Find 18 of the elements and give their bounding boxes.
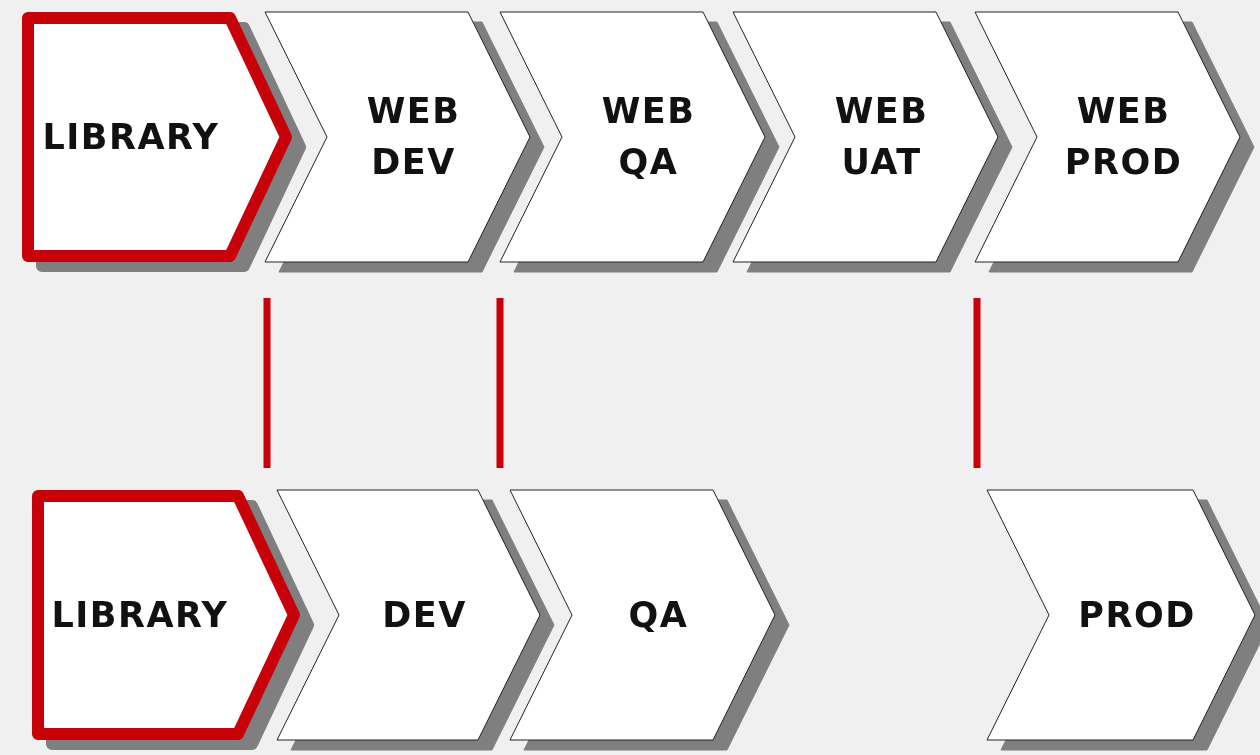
stage-label: WEB QA xyxy=(601,90,696,184)
stage-label: WEB UAT xyxy=(834,90,929,184)
stage-label: LIBRARY xyxy=(51,593,229,637)
stage-label: PROD xyxy=(1078,593,1196,637)
stage-label: WEB DEV xyxy=(366,90,461,184)
stage-label: DEV xyxy=(382,593,467,637)
pipeline-stage xyxy=(987,490,1255,740)
pipeline-stage xyxy=(733,12,998,262)
pipeline-stage xyxy=(265,12,530,262)
stage-label: WEB PROD xyxy=(1064,90,1183,184)
pipeline-stage xyxy=(510,490,775,740)
library-stage xyxy=(32,490,300,740)
stage-label: LIBRARY xyxy=(42,115,220,159)
pipeline-stage xyxy=(277,490,540,740)
library-stage xyxy=(22,12,292,262)
pipeline-stage xyxy=(975,12,1240,262)
stage-label: QA xyxy=(628,593,689,637)
pipeline-stage xyxy=(500,12,765,262)
